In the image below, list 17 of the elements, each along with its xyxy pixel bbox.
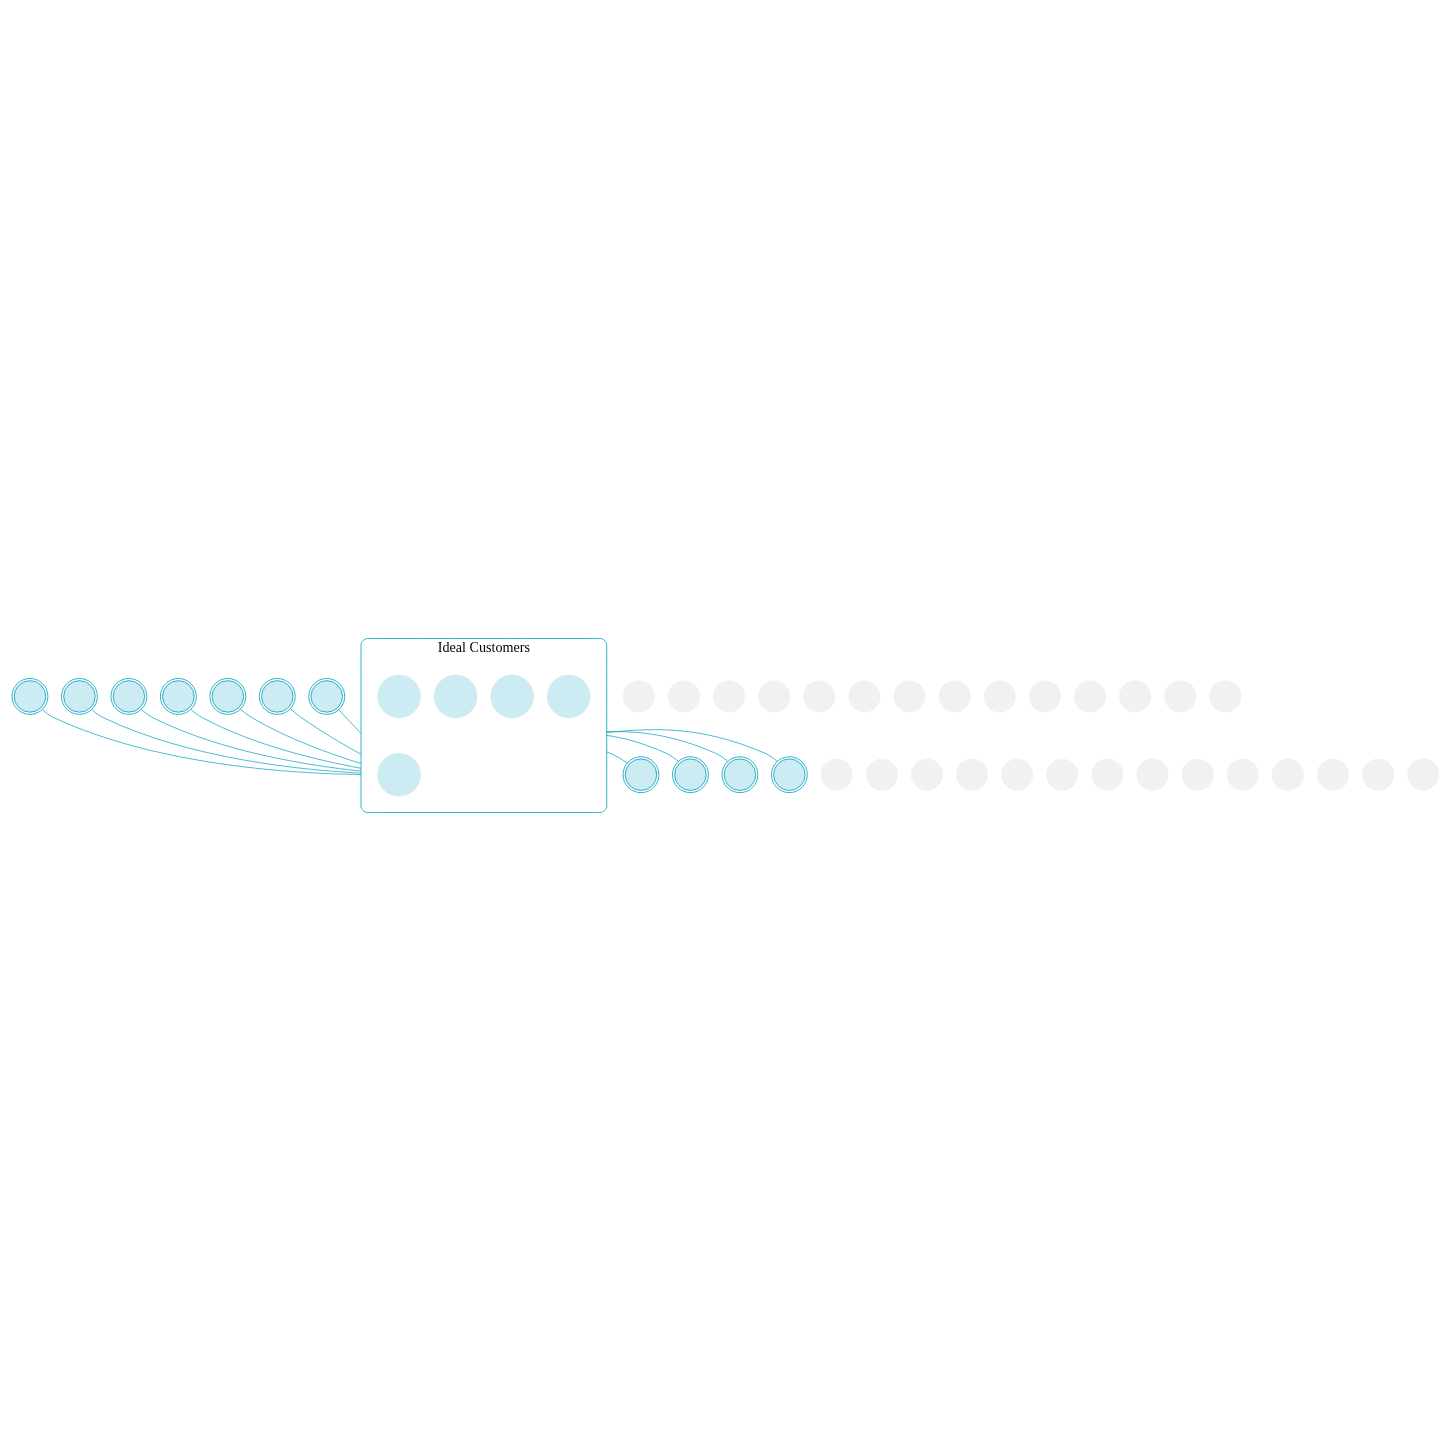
cluster: Ideal Customers xyxy=(360,638,608,813)
connector xyxy=(606,729,778,762)
connector xyxy=(606,735,679,762)
connector xyxy=(606,731,729,762)
node-person xyxy=(546,674,591,719)
connector xyxy=(338,709,362,734)
node-person xyxy=(490,674,534,719)
connector xyxy=(91,709,362,774)
connector xyxy=(41,709,362,775)
connector xyxy=(606,751,628,764)
node-person xyxy=(377,674,421,719)
node-person xyxy=(433,674,478,719)
connector xyxy=(190,709,362,769)
connector xyxy=(140,709,362,772)
connector xyxy=(240,709,362,764)
node-person xyxy=(377,752,421,797)
connector xyxy=(290,708,362,755)
